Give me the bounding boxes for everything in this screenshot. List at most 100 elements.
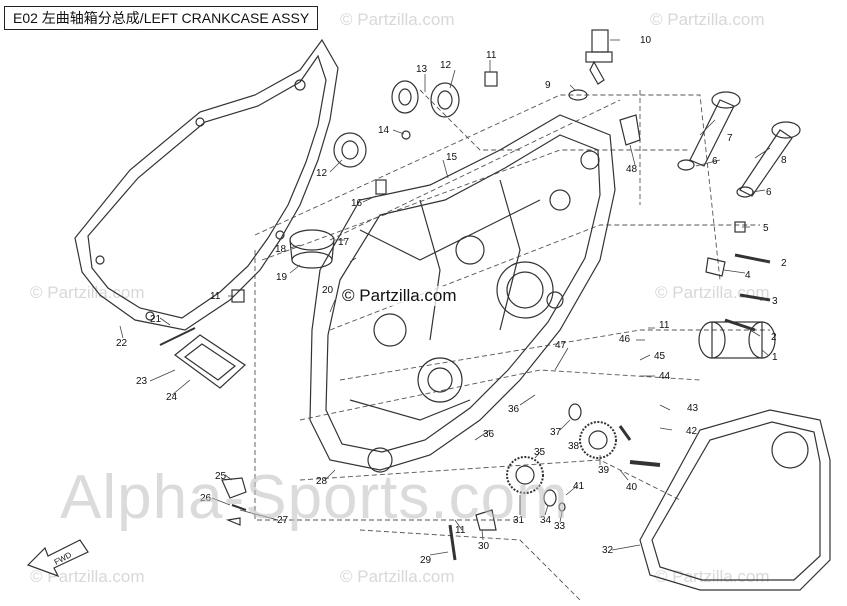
shaft [629, 460, 661, 467]
callout-numbers: 1 2 2 3 4 5 6 6 7 8 9 10 11 11 11 11 12 … [116, 35, 787, 566]
watermark: © Partzilla.com [30, 283, 145, 302]
o-ring [568, 89, 588, 101]
callout-6: 6 [712, 156, 718, 167]
cap [619, 114, 641, 146]
callout-11: 11 [659, 320, 670, 331]
callout-37: 37 [550, 427, 562, 438]
callout-41: 41 [573, 481, 585, 492]
callout-19: 19 [276, 272, 288, 283]
fitting [705, 257, 726, 277]
callout-47: 47 [555, 340, 567, 351]
bearing-13 [391, 80, 419, 114]
callout-10: 10 [640, 35, 652, 46]
oil-filter [698, 321, 776, 359]
callout-43: 43 [687, 403, 699, 414]
callout-36: 36 [483, 429, 495, 440]
bolt [448, 524, 457, 561]
washer [568, 403, 582, 421]
callout-20: 20 [322, 285, 334, 296]
diagram-title: E02 左曲轴箱分总成/LEFT CRANKCASE ASSY [4, 6, 319, 30]
bolt [159, 327, 196, 346]
callout-15: 15 [446, 152, 458, 163]
watermark-center: © Partzilla.com [340, 286, 459, 306]
bearing-ring [289, 229, 335, 269]
watermark: © Partzilla.com [655, 283, 770, 302]
dowel-sleeve [484, 71, 498, 87]
watermark: © Partzilla.com [30, 567, 145, 586]
callout-32: 32 [602, 545, 614, 556]
callout-34: 34 [540, 515, 552, 526]
washer [225, 517, 241, 526]
callout-25: 25 [215, 471, 227, 482]
bolt [734, 253, 771, 264]
callout-38: 38 [568, 441, 580, 452]
callout-1: 1 [772, 352, 778, 363]
callout-26: 26 [200, 493, 212, 504]
callout-46: 46 [619, 334, 631, 345]
callout-12: 12 [316, 168, 328, 179]
callout-24: 24 [166, 392, 178, 403]
circlip [558, 502, 566, 512]
callout-13: 13 [416, 64, 428, 75]
callout-2: 2 [781, 258, 787, 269]
callout-36: 36 [508, 404, 520, 415]
callout-16: 16 [351, 198, 363, 209]
gear-31 [506, 456, 544, 494]
callout-7: 7 [727, 133, 733, 144]
bearing-12-lower [333, 132, 367, 168]
clip [475, 509, 497, 531]
screw [231, 504, 247, 511]
callout-28: 28 [316, 476, 328, 487]
bearing-12-upper [430, 82, 460, 118]
callout-5: 5 [763, 223, 769, 234]
oil-pipe-8 [739, 121, 801, 197]
gear-38 [579, 421, 617, 459]
oil-pipe-7 [689, 91, 741, 167]
callout-17: 17 [338, 237, 350, 248]
callout-22: 22 [116, 338, 128, 349]
callout-2: 2 [771, 332, 777, 343]
watermark: © Partzilla.com [340, 567, 455, 586]
bracket [221, 477, 247, 499]
callout-11: 11 [486, 50, 497, 61]
left-crankcase-body [309, 114, 616, 473]
callout-27: 27 [277, 515, 289, 526]
bolt [739, 293, 771, 302]
callout-48: 48 [626, 164, 638, 175]
callout-45: 45 [654, 351, 666, 362]
oil-strainer [174, 334, 246, 389]
clutch-cover-gasket [639, 409, 831, 591]
callout-11: 11 [210, 291, 221, 302]
pin [618, 425, 632, 441]
callout-35: 35 [534, 447, 546, 458]
callout-23: 23 [136, 376, 148, 387]
o-ring [677, 159, 695, 171]
callout-6: 6 [766, 187, 772, 198]
watermark: © Partzilla.com [650, 10, 765, 29]
callout-30: 30 [478, 541, 490, 552]
callout-12: 12 [440, 60, 452, 71]
callout-14: 14 [378, 125, 390, 136]
callout-11: 11 [455, 525, 466, 536]
callout-33: 33 [554, 521, 566, 532]
callout-39: 39 [598, 465, 610, 476]
callout-8: 8 [781, 155, 787, 166]
plug [401, 130, 411, 140]
watermark: © Partzilla.com [655, 567, 770, 586]
callout-29: 29 [420, 555, 432, 566]
callout-18: 18 [275, 244, 287, 255]
oil-pressure-sensor [585, 29, 613, 85]
washer [543, 489, 557, 507]
callout-4: 4 [745, 270, 751, 281]
callout-40: 40 [626, 482, 638, 493]
callout-44: 44 [659, 371, 671, 382]
bushing [375, 179, 387, 195]
callout-9: 9 [545, 80, 551, 91]
callout-21: 21 [150, 314, 162, 325]
watermark-alpha-sports: Alpha-Sports.com [60, 463, 569, 532]
forward-arrow-icon [26, 539, 89, 578]
callout-3: 3 [772, 296, 778, 307]
leader-lines [119, 39, 771, 556]
